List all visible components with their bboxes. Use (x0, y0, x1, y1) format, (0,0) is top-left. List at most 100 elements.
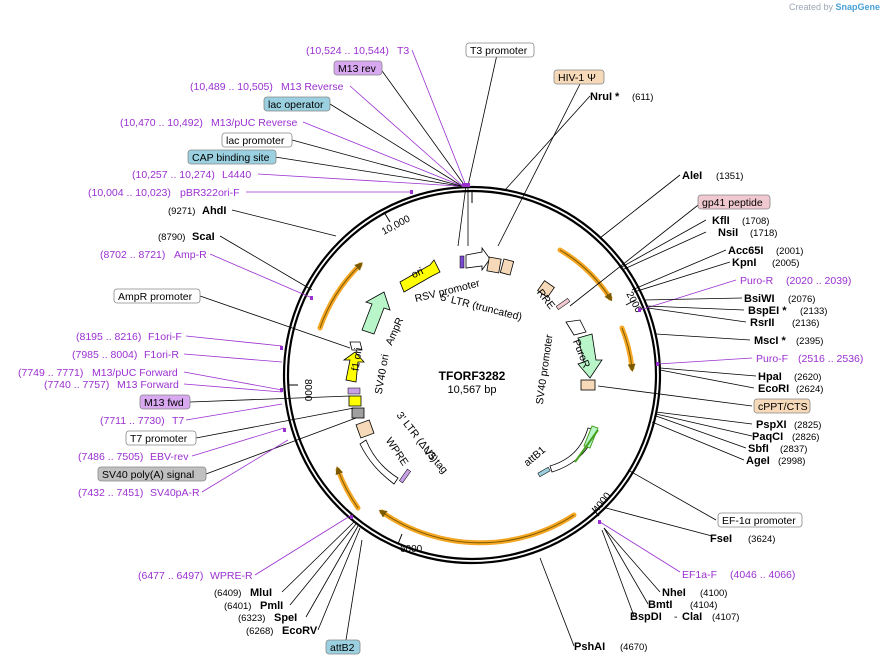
site-pmli-pos: (6401) (224, 601, 251, 612)
inner-label-5ltr: 5' LTR (truncated) (439, 291, 523, 323)
primer-ampr-name: Amp-R (174, 249, 207, 261)
primer-wpre-r-range: (6477 .. 6497) (138, 570, 203, 582)
site-ecorv-name: EcoRV (282, 625, 318, 637)
rsv-promoter-feature (465, 246, 491, 272)
snapgene-brand: SnapGene (835, 2, 880, 12)
feature-cap-binding-site: CAP binding site (192, 152, 270, 164)
primer-ebv-rev-name: EBV-rev (150, 451, 189, 463)
site-kfli-name: KflI (712, 215, 730, 227)
site-scai-name: ScaI (192, 231, 215, 243)
primer-m13puc-reverse-range: (10,470 .. 10,492) (120, 117, 203, 129)
site-markers (280, 183, 659, 524)
primer-t3-range: (10,524 .. 10,544) (306, 45, 389, 57)
site-paqci-pos: (2826) (792, 432, 819, 443)
feature-t3-promoter: T3 promoter (470, 45, 528, 57)
site-sbfi-pos: (2837) (780, 444, 807, 455)
plasmid-length: 10,567 bp (448, 384, 497, 396)
site-ahdi-name: AhdI (202, 205, 226, 217)
primer-m13puc-forward-name: M13/pUC Forward (92, 367, 178, 379)
site-bmti-name: BmtI (648, 599, 672, 611)
site-hpai-name: HpaI (758, 371, 782, 383)
site-fsei-name: FseI (710, 533, 732, 545)
primer-ampr-range: (8702 .. 8721) (100, 249, 165, 261)
primer-pbr322ori-name: pBR322ori-F (180, 187, 240, 199)
site-pshai-pos: (4670) (620, 642, 647, 653)
f1-ori-feature (342, 351, 365, 383)
site-msci-name: MscI * (754, 335, 787, 347)
feature-gp41-peptide: gp41 peptide (702, 197, 763, 209)
site-nsii-pos: (1718) (750, 228, 777, 239)
site-mlui-name: MluI (250, 587, 272, 599)
primer-t7-name: T7 (172, 415, 184, 427)
site-bsiwi-pos: (2076) (788, 294, 815, 305)
inner-label-rre: RRE (534, 287, 557, 312)
site-pspxi-name: PspXI (756, 419, 787, 431)
primer-t7-range: (7711 .. 7730) (100, 415, 165, 427)
ltr3-feature (359, 439, 399, 485)
primer-l4440-name: L4440 (222, 169, 251, 181)
primer-pbr322ori-range: (10,004 .. 10,023) (88, 187, 171, 199)
site-pshai-name: PshAI (574, 641, 605, 653)
site-nhei-pos: (4100) (700, 588, 727, 599)
inner-label-ampr: AmpR (383, 315, 406, 347)
site-pmli-name: PmlI (260, 600, 283, 612)
feature-ef1a-promoter: EF-1α promoter (722, 515, 796, 527)
site-hpai-pos: (2620) (794, 372, 821, 383)
primer-sv40pa-r-range: (7432 .. 7451) (78, 487, 143, 499)
inner-label-f1ori: f1 ori (350, 347, 365, 372)
cppt-feature (580, 379, 596, 391)
site-kpni-name: KpnI (732, 257, 756, 269)
site-ahdi-pos: (9271) (168, 206, 195, 217)
inner-label-sv40promoter: SV40 promoter (534, 333, 556, 405)
inner-label-ori: ori (410, 265, 426, 281)
left-labels: (9271) AhdI (8790) ScaI (8702 .. 8721) A… (18, 205, 361, 655)
right-labels: HIV-1 Ψ NruI * (611) AleI (1351) gp41 pe… (553, 69, 863, 653)
inner-label-wpre: WPRE (383, 435, 411, 468)
site-alei-name: AleI (682, 170, 702, 182)
site-spei-name: SpeI (274, 612, 297, 624)
site-acc65i-pos: (2001) (776, 246, 803, 257)
site-spei-pos: (6323) (238, 613, 265, 624)
primer-puro-f-name: Puro-F (756, 353, 788, 365)
inner-features (342, 246, 603, 485)
site-bspdi-name: BspDI (630, 611, 662, 623)
feature-m13-fwd: M13 fwd (144, 397, 184, 409)
hiv-psi-feature (486, 256, 502, 274)
arc-puror-1 (557, 247, 613, 301)
site-rsrii-name: RsrII (750, 317, 774, 329)
site-bspei-pos: (2133) (800, 306, 827, 317)
site-paqci-name: PaqCI (752, 431, 783, 443)
puror-feature (577, 333, 603, 379)
site-clai-pos: (4107) (712, 612, 739, 623)
tick-label-10000: 10,000 (380, 213, 413, 237)
inner-label-attb1: attB1 (522, 444, 549, 469)
site-kfli-pos: (1708) (742, 216, 769, 227)
feature-m13-rev: M13 rev (338, 63, 377, 75)
primer-l4440-range: (10,257 .. 10,274) (132, 169, 215, 181)
site-rsrii-pos: (2136) (792, 318, 819, 329)
primer-m13puc-reverse-name: M13/pUC Reverse (211, 117, 298, 129)
site-ecori-pos: (2624) (796, 384, 823, 395)
site-bspdi-separator: - (674, 611, 678, 623)
ori-feature (399, 259, 441, 293)
primer-m13puc-forward-range: (7749 .. 7771) (18, 367, 83, 379)
site-acc65i-name: Acc65I (728, 245, 763, 257)
credit-prefix: Created by (788, 2, 833, 12)
primer-m13-forward-name: M13 Forward (117, 379, 179, 391)
plasmid-name: TFORF3282 (439, 369, 506, 383)
primer-puro-r-name: Puro-R (740, 275, 774, 287)
inner-label-sv40ori: SV40 ori (373, 353, 392, 395)
right-leader-lines (497, 83, 757, 647)
feature-cppt-cts: cPPT/CTS (758, 401, 808, 413)
primer-t3-name: T3 (397, 45, 409, 57)
site-bmti-pos: (4104) (690, 600, 717, 611)
site-clai-name: ClaI (682, 611, 702, 623)
top-leader-lines (246, 49, 499, 247)
feature-t7-promoter: T7 promoter (130, 433, 188, 445)
primer-ebv-rev-range: (7486 .. 7505) (78, 451, 143, 463)
site-nrui-pos: (611) (632, 92, 653, 103)
site-mlui-pos: (6409) (214, 588, 241, 599)
tick-label-8000: 8000 (302, 379, 313, 402)
site-ecorv-pos: (6268) (246, 626, 273, 637)
